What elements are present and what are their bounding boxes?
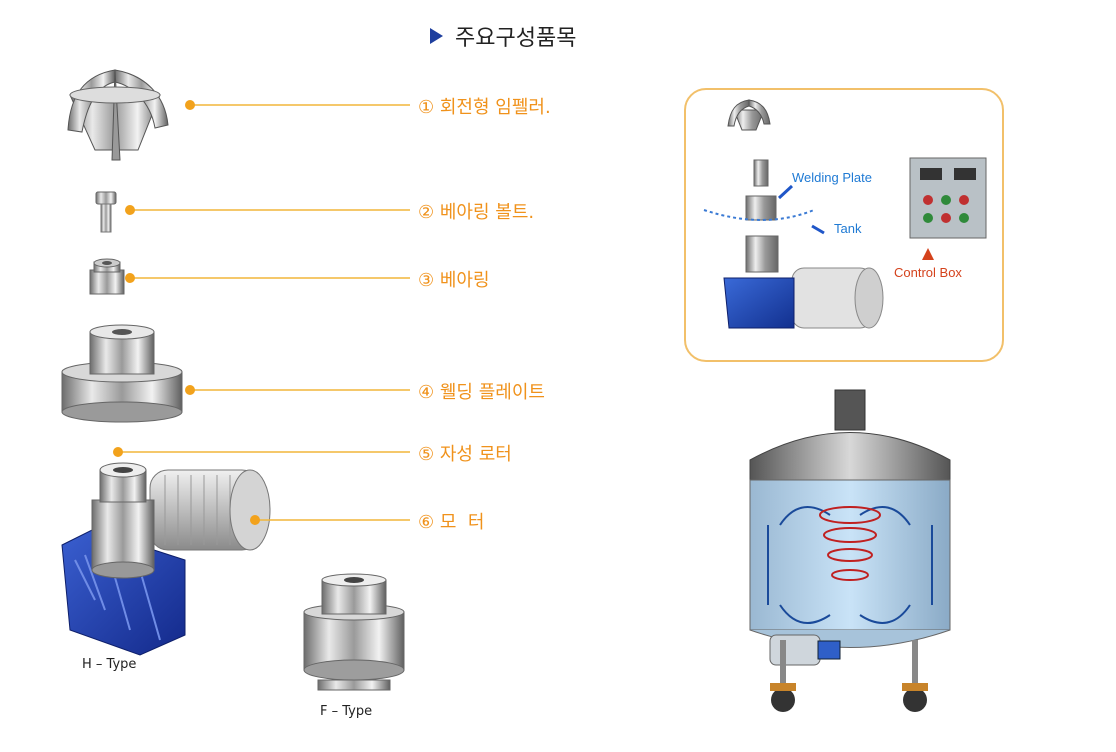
motor-h-type-image (61, 462, 271, 656)
tank-label: Tank (834, 221, 862, 236)
bearing-image (89, 258, 125, 295)
component-label-welding-plate: ④ 웰딩 플레이트 (418, 382, 545, 403)
component-label-bearing: ③ 베아링 (418, 270, 490, 291)
component-label-magnetic-rotor: ⑤ 자성 로터 (418, 444, 512, 465)
f-type-label: F – Type (320, 704, 373, 719)
welding-plate-image (61, 324, 183, 423)
page-title: 주요구성품목 (455, 26, 577, 51)
bearing-bolt-image (95, 191, 117, 233)
mixing-tank-image (749, 389, 951, 712)
component-label-bearing-bolt: ② 베아링 볼트. (418, 202, 535, 223)
motor-f-type-image (303, 573, 405, 691)
h-type-label: H – Type (82, 657, 137, 672)
assembly-diagram (703, 99, 987, 329)
component-label-impeller: ① 회전형 임펠러. (418, 97, 551, 118)
parts-illustration (61, 69, 410, 691)
component-label-motor: ⑥ 모 터 (418, 512, 485, 533)
triangle-right-icon (430, 28, 443, 44)
callout-lines (113, 100, 410, 525)
page-title-row: 주요구성품목 (430, 20, 576, 52)
control-box-label: Control Box (894, 265, 962, 280)
impeller-image (67, 69, 169, 161)
welding-plate-label: Welding Plate (792, 170, 872, 185)
